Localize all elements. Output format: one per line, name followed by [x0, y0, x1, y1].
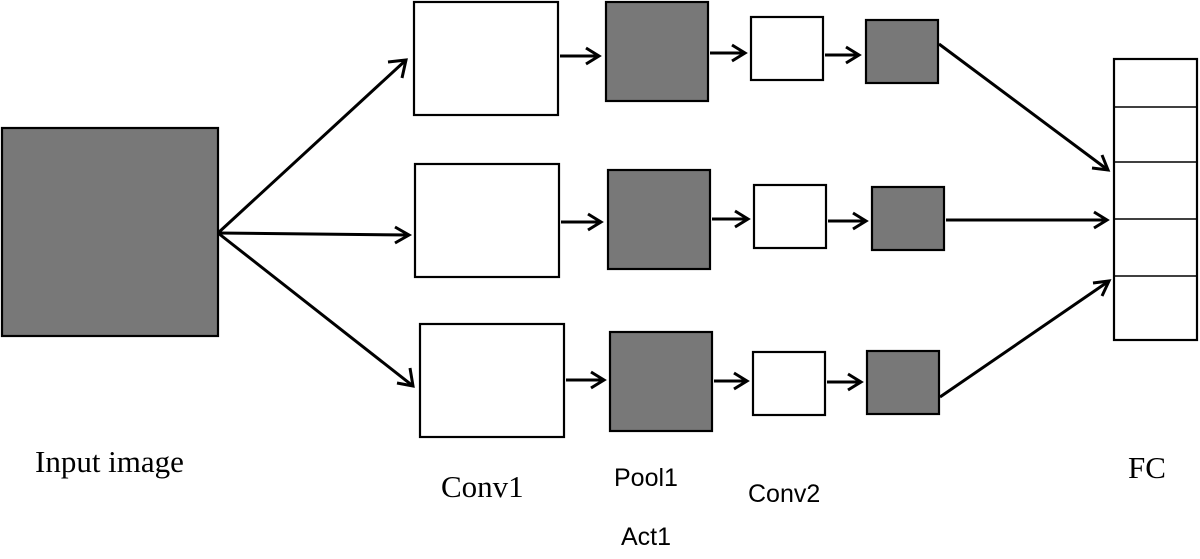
branch2-conv2-block: [752, 183, 828, 250]
branch1-act-block: [864, 18, 940, 85]
act1-label: Act1: [621, 523, 671, 551]
arrow-b3-pool1-to-conv2: [714, 371, 750, 391]
arrow-b1-to-fc: [938, 42, 1111, 172]
input-image-block: [0, 126, 220, 338]
branch1-conv2-block: [749, 15, 825, 82]
branch2-conv1-block: [413, 162, 561, 279]
branch1-conv1-block: [412, 0, 560, 117]
branch3-conv2-block: [751, 350, 827, 417]
arrow-b3-conv2-to-act: [827, 372, 864, 392]
branch3-act-block: [865, 349, 941, 416]
arrow-b3-conv1-to-pool1: [566, 370, 607, 390]
arrow-b2-to-fc: [946, 210, 1110, 230]
arrow-b3-to-fc: [939, 279, 1112, 399]
arrow-b2-conv1-to-pool1: [561, 212, 604, 232]
arrow-b1-pool1-to-conv2: [710, 43, 748, 63]
input-image-label: Input image: [35, 444, 184, 479]
arrow-input-to-branch3: [217, 231, 415, 388]
branch3-conv1-block: [418, 322, 566, 439]
branch3-pool1-block: [608, 330, 714, 433]
arrow-b1-conv2-to-act: [825, 45, 862, 65]
arrow-b2-pool1-to-conv2: [712, 209, 751, 229]
branch1-pool1-block: [604, 0, 710, 103]
branch2-act-block: [870, 185, 946, 252]
conv1-label: Conv1: [441, 469, 524, 504]
arrow-input-to-branch1: [216, 58, 408, 235]
arrow-input-to-branch2: [217, 225, 413, 245]
fc-label: FC: [1128, 450, 1166, 485]
arrow-b1-conv1-to-pool1: [560, 46, 602, 66]
pool1-label: Pool1: [614, 464, 678, 492]
fc-column: [1112, 57, 1199, 342]
arrow-b2-conv2-to-act: [828, 211, 869, 231]
fc-layer: [1112, 57, 1199, 342]
branch2-pool1-block: [606, 168, 712, 271]
conv2-label: Conv2: [748, 480, 820, 508]
